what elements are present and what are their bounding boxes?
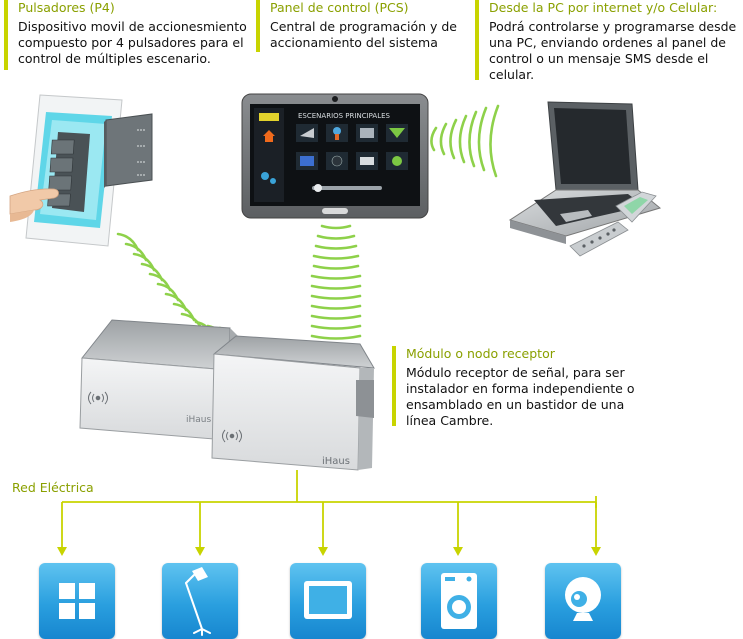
callout-panel: Panel de control (PCS) Central de progra…	[256, 0, 470, 52]
wireless-waves	[116, 104, 500, 342]
mobile-phone-device	[615, 191, 657, 223]
tile-window	[39, 563, 115, 639]
panel-screen-header: ESCENARIOS PRINCIPALES	[298, 112, 391, 120]
module-left-brand: iHaus	[186, 415, 211, 425]
tile-tv	[290, 563, 366, 639]
callout-panel-body: Central de programación y de accionamien…	[270, 19, 457, 50]
tile-floor-lamp	[162, 563, 238, 639]
callout-modulo-title: Módulo o nodo receptor	[406, 346, 555, 361]
callout-pulsadores-title: Pulsadores (P4)	[18, 0, 115, 15]
callout-pc-body: Podrá controlarse y programarse desde un…	[489, 19, 737, 82]
electrical-network	[61, 470, 597, 548]
tile-webcam	[545, 563, 621, 639]
module-right-brand: iHaus	[322, 456, 350, 467]
callout-pc-title: Desde la PC por internet y/o Celular:	[489, 0, 718, 15]
callout-pc: Desde la PC por internet y/o Celular: Po…	[475, 0, 741, 82]
floor-lamp-icon	[185, 567, 211, 636]
window-icon	[59, 583, 95, 619]
tile-washing-machine	[421, 563, 497, 639]
red-electrica-label: Red Eléctrica	[12, 480, 94, 495]
webcam-icon	[565, 577, 601, 621]
panel-de-control-device: ESCENARIOS PRINCIPALES	[241, 93, 429, 219]
callout-modulo: Módulo o nodo receptor Módulo receptor d…	[392, 346, 652, 428]
receptor-module-right: iHaus	[211, 335, 375, 471]
callout-pulsadores-body: Dispositivo movil de accionesmiento comp…	[18, 19, 247, 66]
callout-panel-title: Panel de control (PCS)	[270, 0, 409, 15]
washing-machine-icon	[441, 573, 477, 629]
callout-pulsadores: Pulsadores (P4) Dispositivo movil de acc…	[4, 0, 256, 70]
wire-arrowheads	[57, 547, 601, 556]
laptop-device	[508, 101, 662, 244]
tv-screen-icon	[304, 581, 352, 619]
callout-modulo-body: Módulo receptor de señal, para ser insta…	[406, 365, 635, 428]
remote-control-device	[569, 221, 629, 257]
pulsadores-device	[9, 94, 153, 247]
